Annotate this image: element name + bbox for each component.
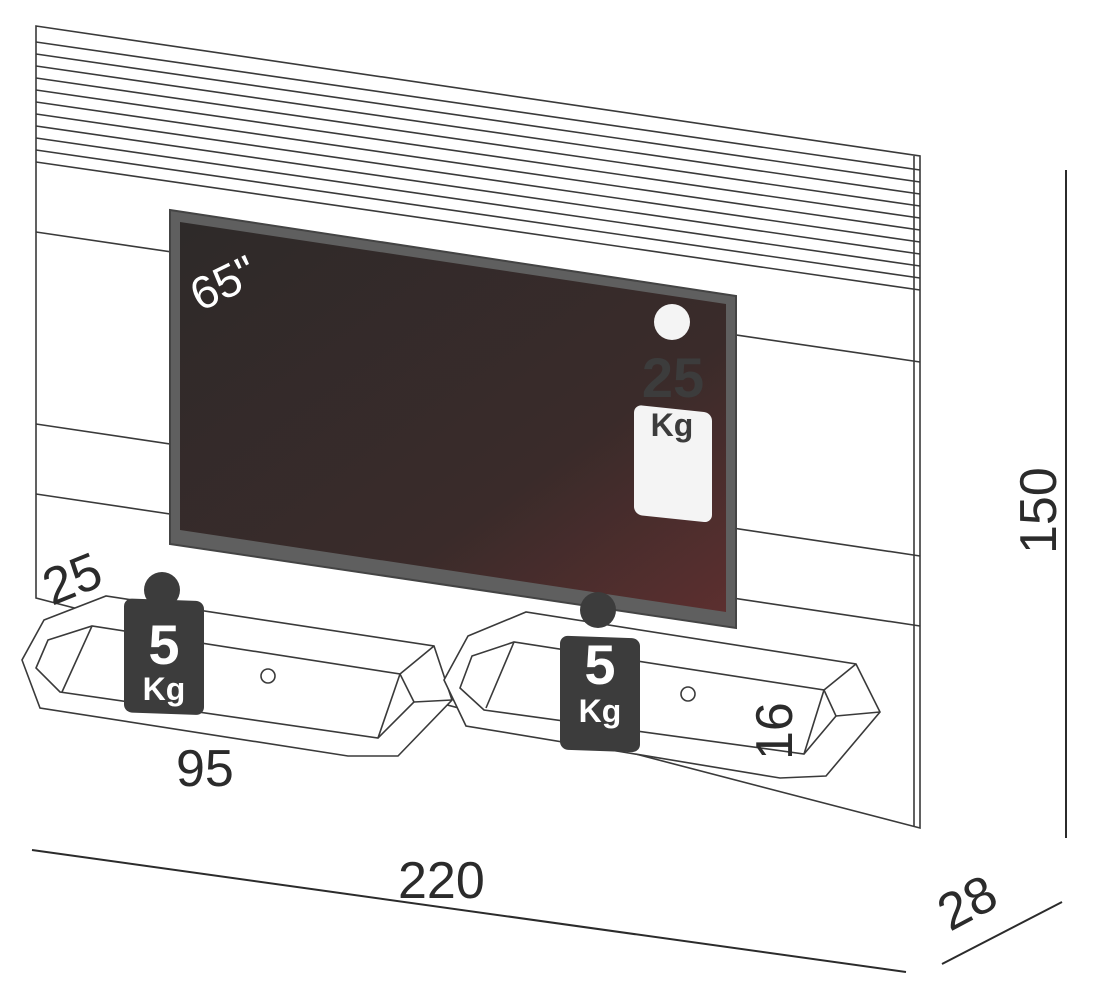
left-shelf-weight-value: 5 <box>148 613 179 676</box>
panel-slats <box>35 41 921 291</box>
tv-weight-tag: 25 Kg <box>634 304 712 523</box>
left-shelf-weight-unit: Kg <box>143 671 186 707</box>
right-shelf-weight-value: 5 <box>584 633 615 696</box>
tv-weight-value: 25 <box>642 346 704 409</box>
tv-weight-unit: Kg <box>651 407 694 443</box>
weight-tag-body <box>560 635 640 753</box>
tv: 65" <box>169 208 737 630</box>
weight-tag-body <box>634 405 712 523</box>
shelf-width-label: 95 <box>176 740 234 798</box>
dimension-lines <box>31 170 1067 973</box>
weight-tag-knob <box>580 592 616 628</box>
width-label: 220 <box>398 852 485 910</box>
width-dimension-line <box>31 849 907 973</box>
right-shelf-weight-tag: 5 Kg <box>560 592 640 753</box>
shelf-height-label: 16 <box>746 702 804 760</box>
left-shelf-weight-tag: 5 Kg <box>124 572 204 715</box>
depth-dimension-line <box>941 901 1063 965</box>
weight-tag-knob <box>144 572 180 608</box>
weight-tag-knob <box>654 304 690 340</box>
right-shelf-weight-unit: Kg <box>579 693 622 729</box>
depth-label: 28 <box>928 864 1006 942</box>
height-label: 150 <box>1010 467 1068 554</box>
weight-tag-body <box>124 598 204 715</box>
